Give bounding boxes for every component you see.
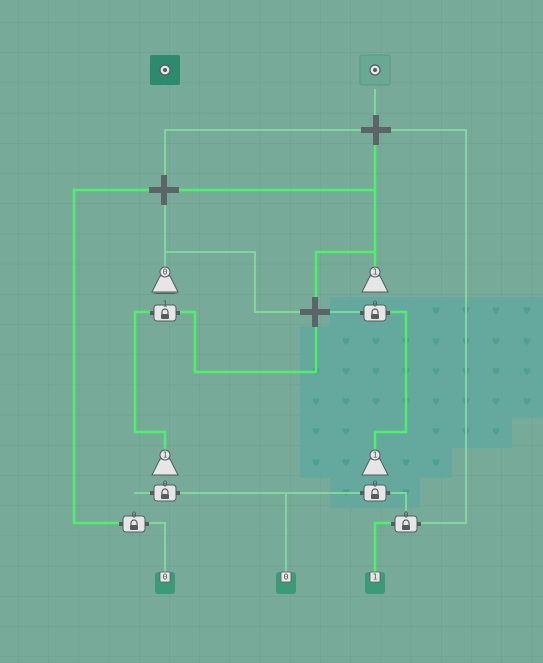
cold-wires xyxy=(134,89,467,576)
wire xyxy=(178,250,377,374)
gate-far-right[interactable]: 0 xyxy=(390,511,422,533)
toggle-switch-icon[interactable] xyxy=(359,54,391,86)
gate-lower-right[interactable]: 1 0 xyxy=(359,449,391,502)
gate-bottom-value: 1 xyxy=(163,300,168,309)
gate-lower-left[interactable]: 1 0 xyxy=(149,449,181,502)
gate-top-value: 1 xyxy=(373,451,378,460)
gate-value: 0 xyxy=(132,511,137,520)
wire xyxy=(133,310,167,457)
gate-upper-right[interactable]: 1 0 xyxy=(359,266,391,322)
output-slot-icon: 0 xyxy=(284,573,289,582)
output-left[interactable]: 0 xyxy=(155,571,175,594)
gate-far-left[interactable]: 0 xyxy=(118,511,150,533)
toggle-switch-icon[interactable] xyxy=(150,55,180,85)
output-slot-icon: 1 xyxy=(373,573,378,582)
wire-crossing-icon xyxy=(149,115,391,327)
wire xyxy=(373,310,408,457)
gate-upper-left[interactable]: 0 1 xyxy=(149,266,181,322)
gate-bottom-value: 0 xyxy=(163,480,168,489)
wire xyxy=(164,129,467,524)
gate-bottom-value: 0 xyxy=(373,480,378,489)
gate-bottom-value: 0 xyxy=(373,300,378,309)
wire xyxy=(373,521,392,577)
gate-value: 0 xyxy=(404,511,409,520)
wire xyxy=(149,522,166,576)
output-right[interactable]: 1 xyxy=(365,571,385,594)
gate-top-value: 0 xyxy=(163,268,168,277)
wire xyxy=(72,188,120,525)
output-middle[interactable]: 0 xyxy=(276,571,296,594)
wire xyxy=(391,492,407,511)
output-slot-icon: 0 xyxy=(163,573,168,582)
heart-region xyxy=(300,297,543,508)
gate-top-value: 1 xyxy=(163,451,168,460)
gate-top-value: 1 xyxy=(373,268,378,277)
